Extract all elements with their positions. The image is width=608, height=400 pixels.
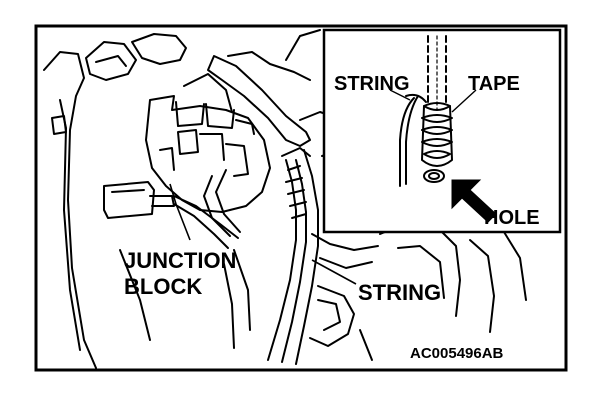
- outer-frame: [34, 24, 568, 372]
- inset-detail: STRING TAPE HOLE: [322, 28, 562, 234]
- junction-block-label-line1: JUNCTION: [124, 248, 236, 273]
- hole-arrow-icon: [451, 179, 497, 223]
- inset-string-label: STRING: [334, 73, 410, 95]
- string-label: STRING: [358, 280, 441, 305]
- inset-tape-leader: [451, 89, 477, 113]
- junction-block-leader: [169, 183, 191, 241]
- junction-block-label-line2: BLOCK: [124, 274, 202, 299]
- leader-lines: [169, 183, 357, 285]
- string-leader: [311, 259, 357, 285]
- inset-frame: [322, 28, 562, 234]
- figure-code: AC005496AB: [410, 345, 504, 362]
- inset-hole-label: HOLE: [484, 207, 540, 229]
- inset-leaders: [389, 89, 477, 113]
- inset-tape-label: TAPE: [468, 73, 520, 95]
- engine-bay-sketch: [43, 29, 527, 369]
- inset-string-leader: [389, 89, 411, 101]
- inset-harness: [399, 35, 453, 187]
